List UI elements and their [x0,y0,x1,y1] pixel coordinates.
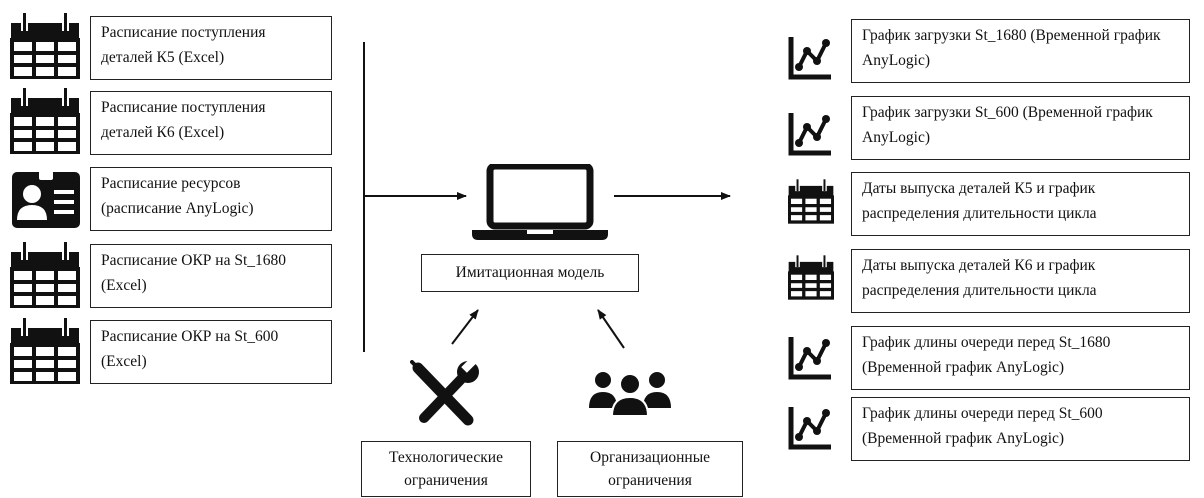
output-box: График загрузки St_1680 (Временной графи… [851,19,1190,83]
calendar-icon [788,254,834,300]
output-box: График длины очереди перед St_600 (Време… [851,397,1190,461]
people-icon [588,368,672,418]
constraint-box-org: Организационные ограничения [557,441,743,497]
id-badge-icon [12,172,80,228]
input-box: Расписание ресурсов (расписание AnyLogic… [90,167,332,231]
output-box: Даты выпуска деталей К6 и график распред… [851,249,1190,313]
input-box: Расписание ОКР на St_600 (Excel) [90,320,332,384]
calendar-icon [10,318,80,384]
calendar-icon [10,88,80,154]
line-chart-icon [788,110,834,156]
line-chart-icon [788,404,834,450]
input-box: Расписание ОКР на St_1680 (Excel) [90,244,332,308]
model-box: Имитационная модель [421,254,639,292]
input-box: Расписание поступления деталей К6 (Excel… [90,91,332,155]
line-chart-icon [788,334,834,380]
tech-constraint-arrow [451,309,479,345]
tools-icon [410,360,480,430]
calendar-icon [10,242,80,308]
laptop-icon [472,164,608,242]
org-constraint-arrow [597,309,625,349]
line-chart-icon [788,34,834,80]
output-box: График загрузки St_600 (Временной график… [851,96,1190,160]
output-box: График длины очереди перед St_1680 (Врем… [851,326,1190,390]
output-box: Даты выпуска деталей К5 и график распред… [851,172,1190,236]
input-box: Расписание поступления деталей К5 (Excel… [90,16,332,80]
calendar-icon [10,13,80,79]
calendar-icon [788,178,834,224]
constraint-box-tech: Технологические ограничения [361,441,531,497]
